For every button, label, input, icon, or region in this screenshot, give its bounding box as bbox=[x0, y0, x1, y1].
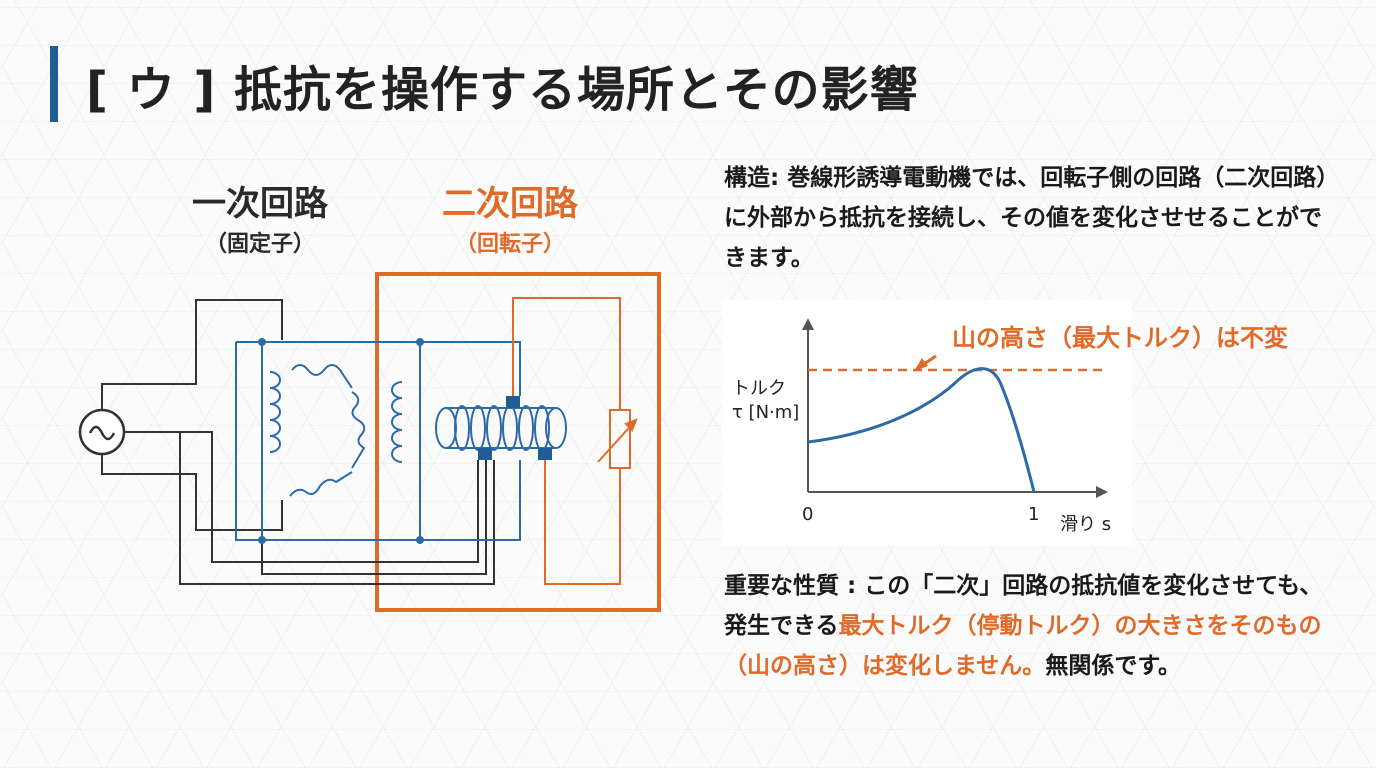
secondary-circuit-sublabel: （回転子） bbox=[454, 232, 565, 257]
torque-curve bbox=[807, 367, 1036, 493]
key-property: 重要な性質 : この「二次」回路の抵抗値を変化させても、発生できる最大トルク（停… bbox=[724, 566, 1334, 686]
secondary-circuit-label: 二次回路 bbox=[442, 184, 578, 224]
primary-wiring bbox=[101, 299, 495, 585]
secondary-circuit-box bbox=[375, 272, 661, 612]
rotor-core bbox=[435, 405, 567, 451]
x-one-tick: 1 bbox=[1028, 504, 1040, 525]
stator-wiring bbox=[235, 338, 521, 544]
torque-slip-plot bbox=[802, 318, 1108, 498]
motor-circuit-diagram bbox=[78, 272, 661, 612]
max-torque-annotation: 山の高さ（最大トルク）は不変 bbox=[952, 324, 1288, 352]
x-origin-tick: 0 bbox=[802, 504, 814, 525]
page-title: [ ウ ] 抵抗を操作する場所とその影響 bbox=[86, 62, 919, 118]
y-axis-label: トルク bbox=[732, 378, 786, 399]
slip-ring-brush-left bbox=[478, 448, 492, 460]
primary-circuit-sublabel: （固定子） bbox=[204, 232, 315, 257]
torque-slip-graph: トルク τ [N·m] 0 1 滑り s bbox=[722, 300, 1132, 546]
slip-ring-brush-right bbox=[538, 448, 552, 460]
y-axis-unit: τ [N·m] bbox=[732, 402, 800, 423]
primary-circuit-label: 一次回路 bbox=[192, 184, 328, 224]
structure-lead: 構造: bbox=[724, 165, 780, 191]
structure-description: 構造: 巻線形誘導電動機では、回転子側の回路（二次回路）に外部から抵抗を接続し、… bbox=[724, 158, 1334, 278]
secondary-wiring bbox=[512, 297, 638, 585]
property-lead: 重要な性質 : この「二次」回路の抵抗値を変化させても、発生できる bbox=[724, 573, 1323, 639]
property-highlight: 最大トルク（停動トルク）の大きさをそのもの（山の高さ）は変化しません。 bbox=[724, 613, 1322, 679]
structure-body: 巻線形誘導電動機では、回転子側の回路（二次回路）に外部から抵抗を接続し、その値を… bbox=[724, 165, 1328, 271]
property-tail: 無関係です。 bbox=[1045, 653, 1182, 679]
slip-ring-brush-top bbox=[506, 396, 520, 408]
x-axis-label: 滑り s bbox=[1060, 514, 1112, 535]
title-accent-bar bbox=[50, 46, 58, 122]
